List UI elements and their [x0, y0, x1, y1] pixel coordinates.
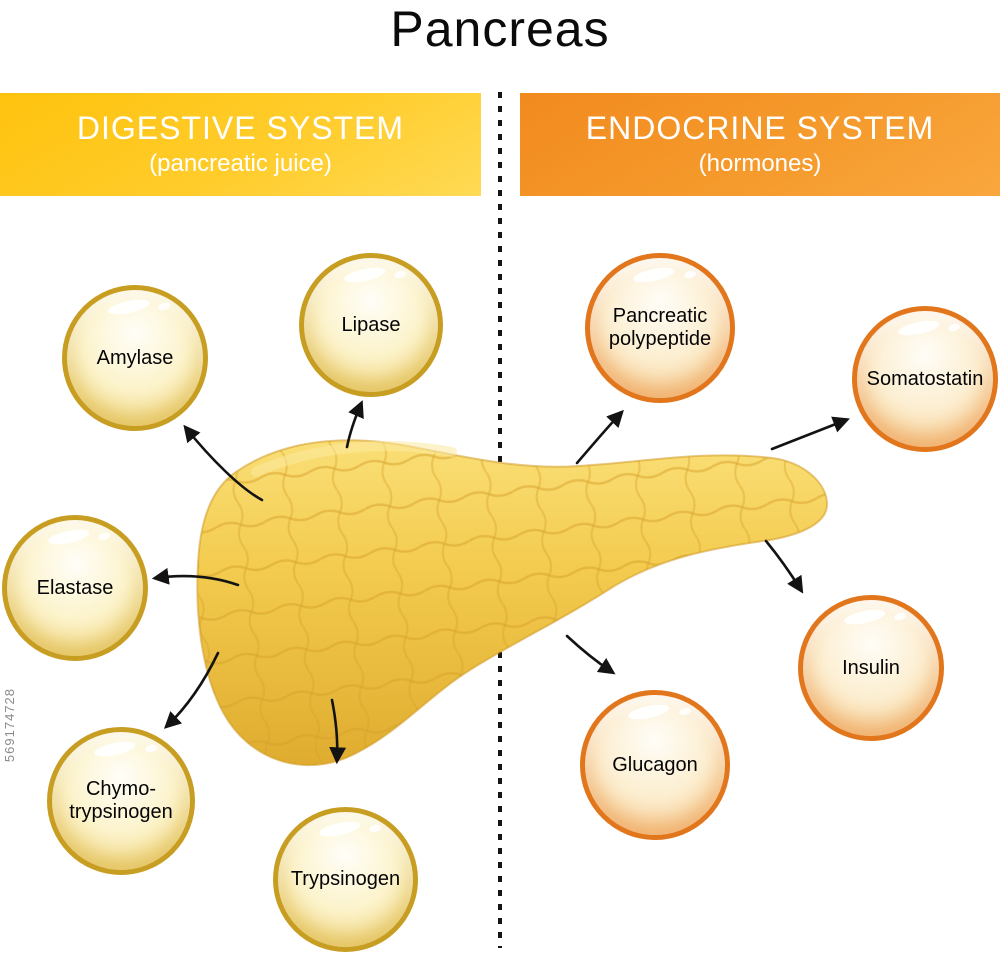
- enzyme-bubble-elastase: Elastase: [2, 515, 148, 661]
- pancreas-illustration: [196, 439, 829, 767]
- hormone-label-glucagon: Glucagon: [612, 753, 698, 776]
- digestive-heading: DIGESTIVE SYSTEM: [76, 109, 405, 146]
- dashed-divider-line: [498, 92, 502, 948]
- arrow-to-polypeptide: [575, 409, 624, 465]
- endocrine-heading: ENDOCRINE SYSTEM: [585, 109, 935, 146]
- arrow-to-elastase: [151, 567, 240, 587]
- arrow-to-trypsinogen: [329, 698, 347, 765]
- digestive-subheading: (pancreatic juice): [149, 150, 332, 178]
- arrow-to-glucagon: [565, 634, 616, 675]
- enzyme-bubble-trypsinogen: Trypsinogen: [273, 807, 418, 952]
- enzyme-label-amylase: Amylase: [96, 346, 174, 369]
- arrow-to-lipase: [345, 400, 364, 449]
- hormone-bubble-pancreatic-polypeptide: Pancreatic polypeptide: [585, 253, 735, 403]
- enzyme-bubble-chymotrypsinogen: Chymo-trypsinogen: [47, 727, 195, 875]
- enzyme-label-chymotrypsinogen: Chymo-trypsinogen: [69, 778, 173, 823]
- enzyme-label-elastase: Elastase: [36, 576, 114, 599]
- hormone-bubble-somatostatin: Somatostatin: [852, 306, 998, 452]
- arrow-to-somatostatin: [770, 416, 850, 451]
- arrow-to-amylase: [183, 424, 264, 502]
- hormone-label-pancreatic-polypeptide: Pancreatic polypeptide: [608, 305, 712, 350]
- hormone-label-insulin: Insulin: [842, 656, 900, 679]
- diagram-title: Pancreas: [390, 1, 610, 57]
- enzyme-label-lipase: Lipase: [341, 313, 401, 336]
- digestive-system-banner: DIGESTIVE SYSTEM (pancreatic juice): [0, 93, 481, 196]
- enzyme-bubble-lipase: Lipase: [299, 253, 443, 397]
- endocrine-subheading: (hormones): [698, 150, 822, 178]
- hormone-bubble-insulin: Insulin: [798, 595, 944, 741]
- enzyme-bubble-amylase: Amylase: [62, 285, 208, 431]
- watermark-id-text: 569174728: [2, 688, 17, 763]
- arrow-to-insulin: [764, 539, 804, 594]
- hormone-label-somatostatin: Somatostatin: [866, 367, 984, 390]
- arrow-to-chymo: [163, 651, 220, 729]
- hormone-bubble-glucagon: Glucagon: [580, 690, 730, 840]
- endocrine-system-banner: ENDOCRINE SYSTEM (hormones): [520, 93, 1000, 196]
- enzyme-label-trypsinogen: Trypsinogen: [290, 868, 401, 890]
